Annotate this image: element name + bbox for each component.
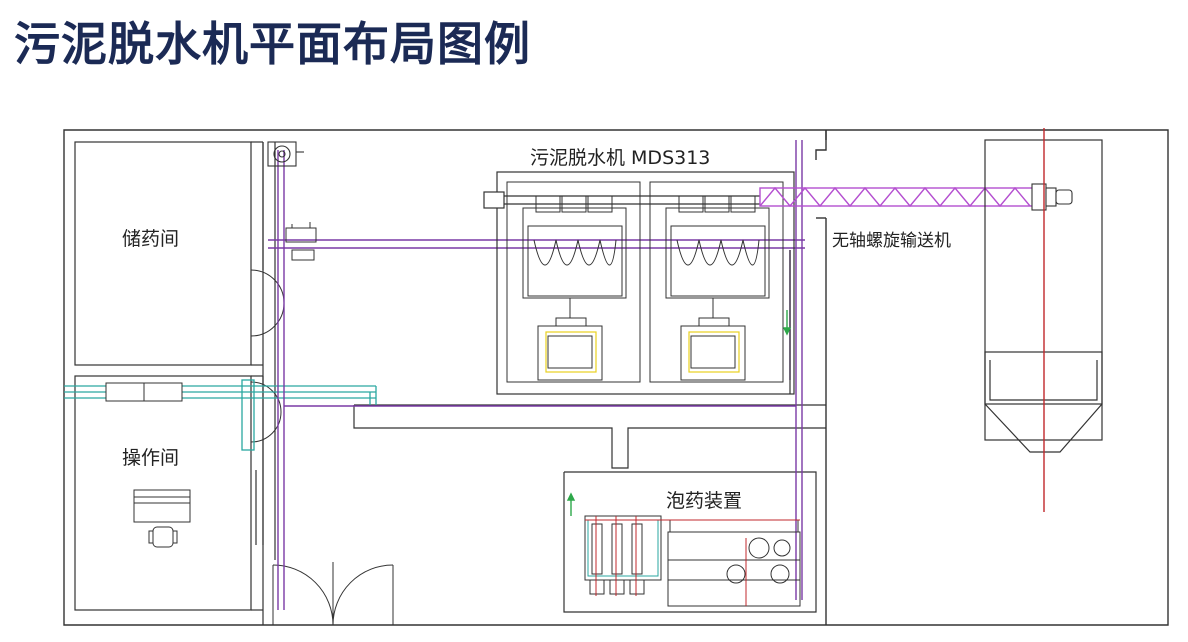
chair-icon bbox=[148, 526, 178, 548]
partitions bbox=[262, 142, 826, 625]
storage-room bbox=[74, 141, 264, 366]
operation-room-label: 操作间 bbox=[122, 447, 179, 469]
flow-arrow-icon bbox=[566, 310, 792, 516]
dosing-red-lines bbox=[585, 516, 800, 606]
yellow-frame-2 bbox=[688, 331, 740, 373]
desk-icon bbox=[133, 489, 191, 523]
conveyor-motor-icon bbox=[1031, 183, 1073, 211]
duct bbox=[105, 382, 183, 402]
yellow-frame-1 bbox=[545, 331, 597, 373]
page-title: 污泥脱水机平面布局图例 bbox=[14, 17, 531, 71]
dewatering-unit-1 bbox=[506, 181, 641, 383]
dewatering-unit-2 bbox=[649, 181, 784, 383]
screw-conveyor bbox=[759, 186, 1036, 208]
storage-room-label: 储药间 bbox=[122, 228, 179, 250]
dosing-tank bbox=[667, 519, 801, 607]
valve-icon bbox=[285, 222, 317, 261]
dosing-device-label: 泡药装置 bbox=[666, 490, 742, 512]
screw-conveyor-label: 无轴螺旋输送机 bbox=[832, 231, 951, 251]
operation-room bbox=[74, 375, 264, 611]
dosing-pumps bbox=[584, 515, 662, 595]
purple-pipes bbox=[268, 140, 805, 610]
dosing-pipes bbox=[587, 519, 659, 577]
dewatering-machine-label: 污泥脱水机 MDS313 bbox=[530, 147, 710, 169]
building-walls bbox=[63, 129, 1169, 626]
feed-pipe bbox=[483, 191, 760, 209]
pump-icon bbox=[267, 141, 304, 167]
dewatering-room bbox=[496, 171, 795, 395]
doors bbox=[250, 269, 394, 626]
